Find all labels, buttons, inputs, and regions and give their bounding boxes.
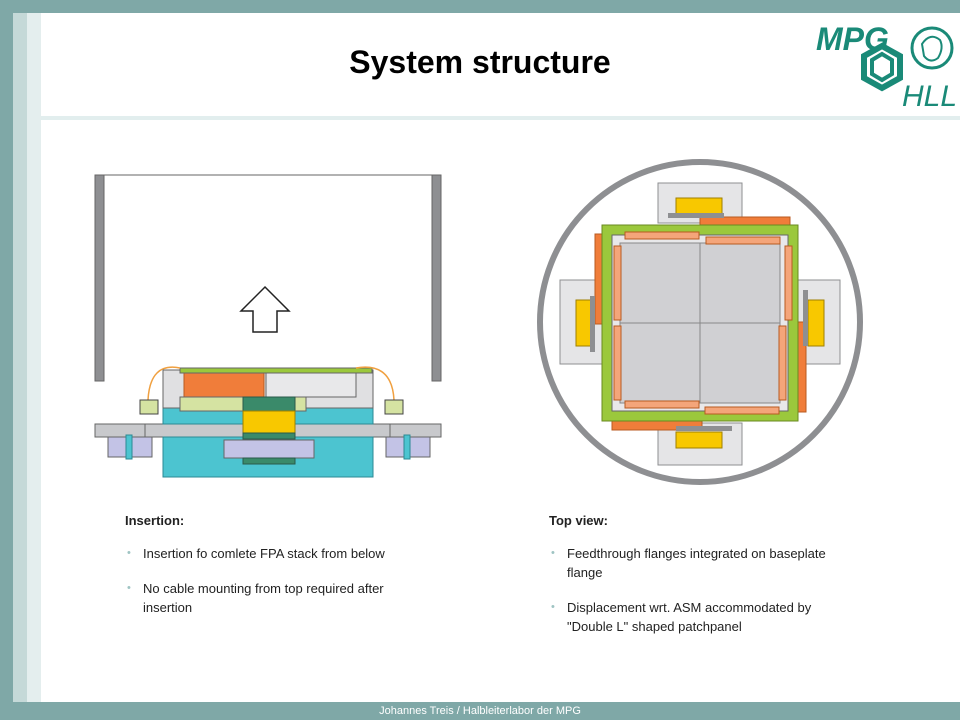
sensor-quadrant-br: [699, 322, 781, 404]
slide-title: System structure: [349, 44, 611, 80]
salmon-strip-rt: [784, 245, 793, 321]
orange-block: [183, 372, 265, 398]
frame-left-band-light: [27, 13, 41, 703]
top-view-bullet: Feedthrough flanges integrated on basepl…: [549, 544, 859, 582]
minerva-icon: [910, 26, 954, 70]
top-view-text-block: Top view: Feedthrough flanges integrated…: [549, 511, 859, 652]
gray-frame-upper: [162, 369, 374, 409]
orange-panel-left: [594, 233, 608, 325]
insertion-bullet: No cable mounting from top required afte…: [125, 579, 435, 617]
clamp-left: [139, 399, 159, 415]
salmon-strip-lb: [613, 325, 622, 401]
salmon-strip-tr: [705, 236, 781, 245]
orange-panel-top: [699, 216, 791, 230]
lightgreen-plate: [179, 396, 307, 412]
baseplate-right: [372, 423, 442, 438]
gray-inner-frame: [611, 234, 789, 412]
top-view-bullet-list: Feedthrough flanges integrated on basepl…: [549, 544, 859, 636]
yellow-connector-bottom: [675, 431, 723, 449]
teal-conn-right: [403, 434, 411, 460]
cable-left: [147, 366, 181, 412]
sensor-quadrant-bl: [619, 322, 701, 404]
baseplate-center: [144, 423, 391, 438]
insertion-bullet-list: Insertion fo comlete FPA stack from belo…: [125, 544, 435, 617]
insertion-heading: Insertion:: [125, 513, 185, 528]
insertion-text-block: Insertion: Insertion fo comlete FPA stac…: [125, 511, 435, 633]
feedthrough-top: [657, 182, 743, 224]
frame-top-bar: [0, 0, 960, 13]
left-wall: [94, 174, 105, 382]
logo-hexagon-inner: [870, 51, 894, 83]
right-wall: [431, 174, 442, 382]
top-view-bullet: Displacement wrt. ASM accommodated by "D…: [549, 598, 859, 636]
cyan-upper-block: [162, 407, 374, 425]
feedthrough-right: [797, 279, 841, 365]
frame-left-band: [13, 13, 27, 703]
feedthrough-left: [559, 279, 603, 365]
feedthrough-bottom: [657, 422, 743, 466]
gray-bar-left: [590, 296, 595, 352]
cyan-lower-block: [162, 436, 374, 478]
orange-panel-bottom: [611, 417, 703, 431]
orange-panel-right: [793, 321, 807, 413]
cable-right: [355, 366, 395, 412]
green-top-strip: [179, 367, 373, 374]
teal-block: [242, 396, 296, 412]
salmon-strip-rb: [778, 325, 787, 401]
salmon-strip-tl: [624, 231, 700, 240]
frame-left-bar: [0, 0, 13, 720]
salmon-strip-bl: [624, 400, 700, 409]
yellow-block: [242, 410, 296, 434]
logo-hexagon: [861, 42, 903, 92]
lavender-right: [385, 436, 431, 458]
clamp-right: [384, 399, 404, 415]
teal-conn-left: [125, 434, 133, 460]
yellow-connector-left: [575, 299, 593, 347]
salmon-strip-lt: [613, 245, 622, 321]
top-view-heading: Top view:: [549, 513, 608, 528]
header-divider: [41, 116, 960, 120]
gray-block: [265, 372, 357, 398]
logo-hll-text: HLL: [902, 80, 957, 113]
outer-ring: [537, 159, 863, 485]
gray-bar-right: [803, 290, 808, 346]
green-frame: [601, 224, 799, 422]
insertion-arrow-icon: [239, 285, 291, 333]
teal-block-lower: [242, 432, 296, 440]
teal-foot: [242, 457, 296, 465]
baseplate-left: [94, 423, 166, 438]
lavender-left: [107, 436, 153, 458]
gray-bar-bottom: [676, 426, 732, 431]
lavender-center: [223, 439, 315, 459]
salmon-strip-br: [704, 406, 780, 415]
slide-footer: Johannes Treis / Halbleiterlabor der MPG: [0, 702, 960, 720]
yellow-connector-right: [807, 299, 825, 347]
mpg-hll-logo: MPG HLL: [816, 21, 957, 113]
yellow-connector-top: [675, 197, 723, 215]
sensor-quadrant-tl: [619, 242, 701, 324]
sensor-quadrant-tr: [699, 242, 781, 324]
gray-bar-top: [668, 213, 724, 218]
insertion-bullet: Insertion fo comlete FPA stack from belo…: [125, 544, 435, 563]
